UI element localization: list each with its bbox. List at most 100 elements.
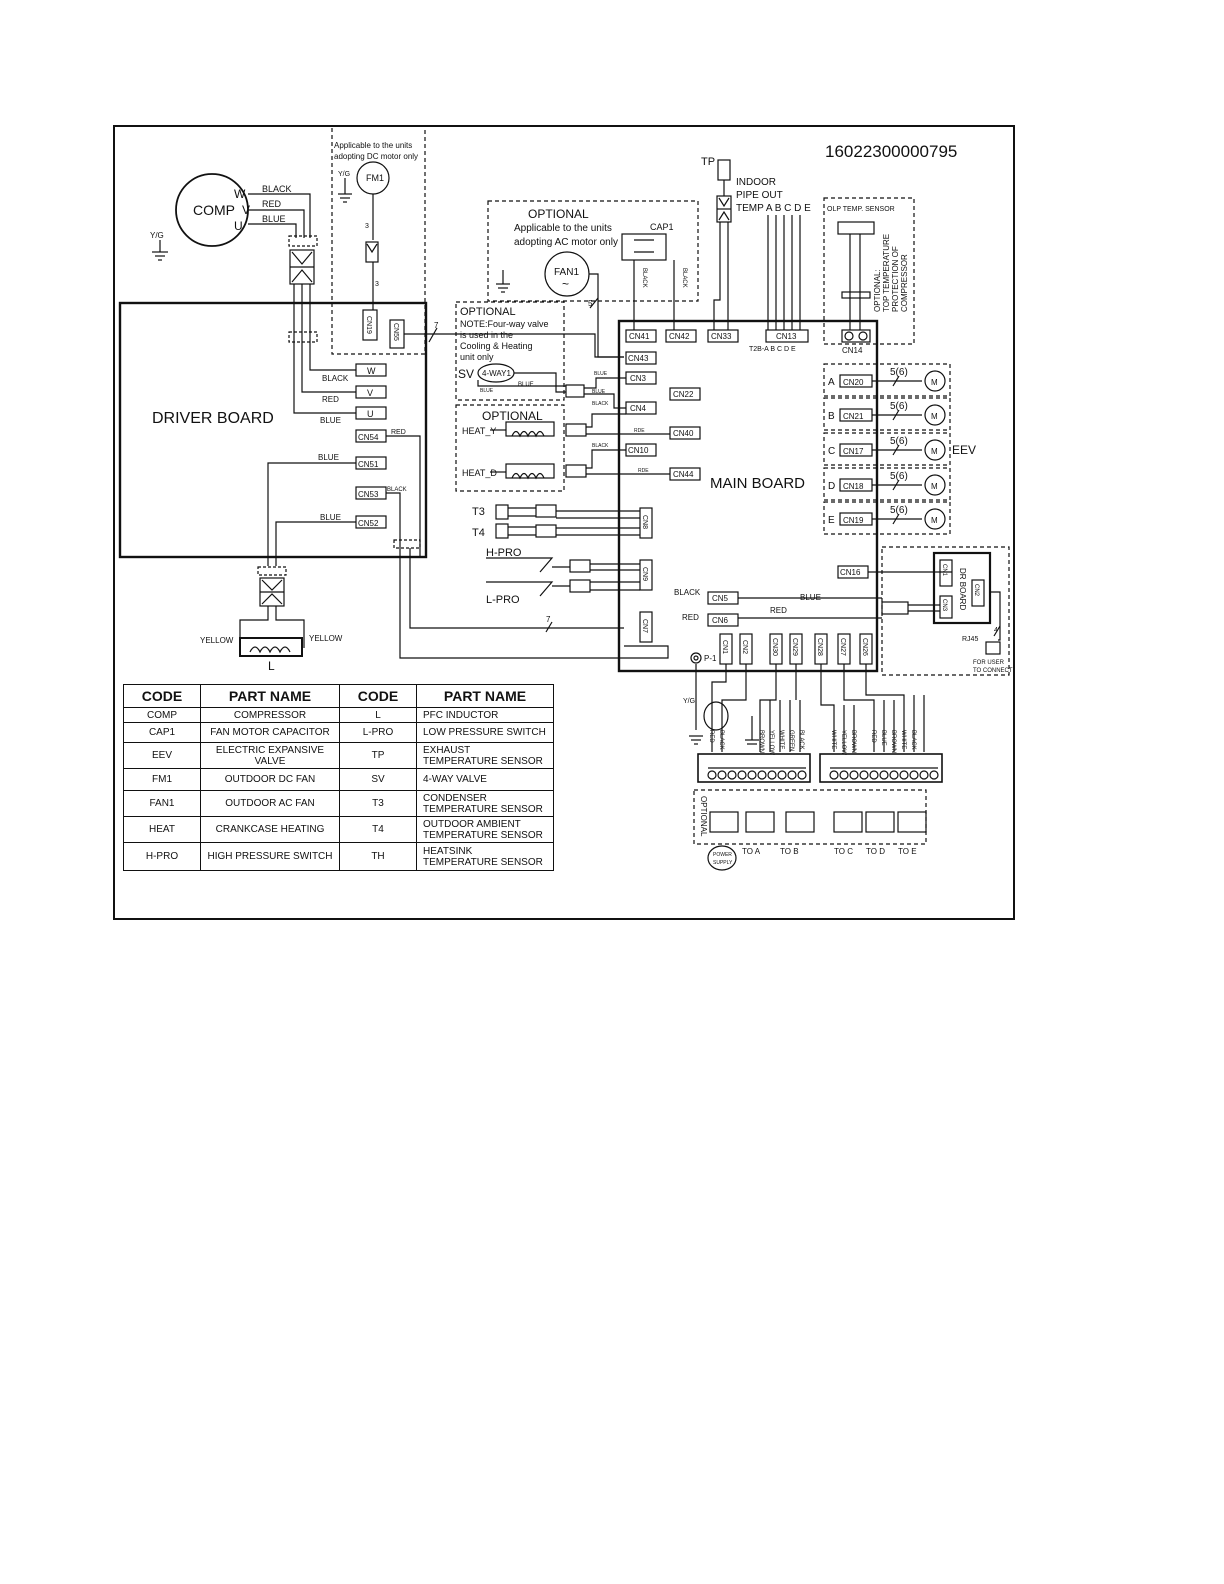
mb-cn16: CN16 bbox=[840, 568, 861, 577]
legend-part-name: LOW PRESSURE SWITCH bbox=[416, 722, 554, 743]
ac-fan-5: 5 bbox=[588, 299, 593, 308]
wire-color-label: BLACK bbox=[718, 730, 724, 750]
eev-motor-symbol: M bbox=[931, 378, 938, 387]
eev-label: EEV bbox=[952, 443, 976, 457]
legend-code: T4 bbox=[339, 816, 417, 843]
term-to-b: TO B bbox=[780, 847, 799, 856]
wire-color-label: BROWN bbox=[850, 730, 856, 753]
legend-part-name: 4-WAY VALVE bbox=[416, 768, 554, 791]
db-blue: BLUE bbox=[320, 416, 341, 425]
legend-code: L bbox=[339, 707, 417, 723]
fan1-sym: ~ bbox=[562, 277, 569, 291]
eev-motor-symbol: M bbox=[931, 412, 938, 421]
wire-color-label: BROWN bbox=[758, 730, 764, 753]
db-black2: BLACK bbox=[387, 487, 407, 493]
comp-red: RED bbox=[262, 199, 282, 209]
legend-part-name: HEATSINK TEMPERATURE SENSOR bbox=[416, 842, 554, 871]
wire-color-label: YELLOW bbox=[840, 730, 846, 755]
terminal-screw bbox=[707, 770, 717, 780]
eev-motor-symbol: M bbox=[931, 516, 938, 525]
db-cn52: CN52 bbox=[358, 519, 379, 528]
sv-blue2: BLUE bbox=[518, 382, 534, 388]
mb-cn42: CN42 bbox=[669, 332, 690, 341]
terminal-screw bbox=[717, 770, 727, 780]
comp-black: BLACK bbox=[262, 184, 292, 194]
eev-row-connector: CN19 bbox=[843, 516, 864, 525]
db-blue3: BLUE bbox=[320, 513, 341, 522]
inductor-l: L bbox=[268, 659, 275, 673]
legend-part-name: FAN MOTOR CAPACITOR bbox=[200, 722, 340, 743]
legend-code: HEAT bbox=[123, 816, 201, 843]
legend-code: COMP bbox=[123, 707, 201, 723]
legend-part-name: OUTDOOR AMBIENT TEMPERATURE SENSOR bbox=[416, 816, 554, 843]
dr-board-title: DR BOARD bbox=[958, 568, 967, 610]
eev-row-key: E bbox=[828, 515, 835, 526]
olp-v4: COMPRESSOR bbox=[900, 254, 909, 312]
eev-row-wire-count: 5(6) bbox=[890, 505, 908, 516]
db-cn19: CN19 bbox=[365, 316, 372, 334]
mb-blue2: BLUE bbox=[592, 389, 606, 395]
mb-cn44: CN44 bbox=[673, 470, 694, 479]
eev-row-connector: CN17 bbox=[843, 447, 864, 456]
mb-rde2: RDE bbox=[638, 468, 649, 474]
terminal-screw bbox=[909, 770, 919, 780]
dr-user-2: TO CONNECT bbox=[973, 668, 1013, 674]
terminal-screw bbox=[797, 770, 807, 780]
eev-row-wire-count: 5(6) bbox=[890, 367, 908, 378]
eev-motor-symbol: M bbox=[931, 482, 938, 491]
mb-cn1: CN1 bbox=[721, 640, 728, 654]
mb-red: RED bbox=[682, 613, 699, 622]
legend-code: FAN1 bbox=[123, 790, 201, 817]
main-board bbox=[617, 319, 879, 673]
mb-cn8: CN8 bbox=[641, 515, 648, 529]
mb-cn27: CN27 bbox=[839, 638, 846, 656]
comp-yg: Y/G bbox=[150, 231, 164, 240]
db-n7: 7 bbox=[434, 321, 439, 330]
heat-d: HEAT_D bbox=[462, 468, 497, 478]
db-cn55: CN55 bbox=[392, 323, 399, 341]
terminal-screw bbox=[747, 770, 757, 780]
comp-blue: BLUE bbox=[262, 214, 286, 224]
wire-color-label: RED bbox=[870, 730, 876, 743]
eev-row-key: B bbox=[828, 411, 835, 422]
cap-black-2: BLACK bbox=[681, 268, 687, 288]
tp-label: TP bbox=[701, 156, 715, 168]
sv-note-1: NOTE:Four-way valve bbox=[460, 319, 549, 329]
cap-black-1: BLACK bbox=[641, 268, 647, 288]
mb-cn43: CN43 bbox=[628, 354, 649, 363]
db-v: V bbox=[367, 388, 373, 398]
eev-row-connector: CN20 bbox=[843, 378, 864, 387]
terminal-strip-right bbox=[819, 753, 943, 783]
ac-fan-note-1: Applicable to the units bbox=[514, 223, 612, 234]
mb-cn33: CN33 bbox=[711, 332, 732, 341]
eev-row-connector: CN18 bbox=[843, 482, 864, 491]
sensor-t4: T4 bbox=[472, 527, 485, 539]
db-cn53: CN53 bbox=[358, 490, 379, 499]
term-power-2: SUPPLY bbox=[713, 860, 733, 866]
db-w: W bbox=[367, 366, 376, 376]
mb-cn7: CN7 bbox=[641, 619, 648, 633]
legend-header-part-name: PART NAME bbox=[200, 684, 340, 708]
terminal-screw bbox=[929, 770, 939, 780]
dr-cn3: CN3 bbox=[941, 599, 947, 612]
terminal-screw bbox=[879, 770, 889, 780]
driver-board-title: DRIVER BOARD bbox=[152, 410, 274, 427]
eev-row-key: D bbox=[828, 481, 835, 492]
wire-color-label: WHITE bbox=[830, 730, 836, 749]
terminal-screw bbox=[829, 770, 839, 780]
inductor-yellow-1: YELLOW bbox=[200, 636, 234, 645]
legend-part-name: CONDENSER TEMPERATURE SENSOR bbox=[416, 790, 554, 817]
eev-row-wire-count: 5(6) bbox=[890, 471, 908, 482]
term-yg: Y/G bbox=[683, 698, 695, 705]
eev-row-key: A bbox=[828, 377, 835, 388]
sv-note-4: unit only bbox=[460, 352, 494, 362]
db-u: U bbox=[367, 409, 374, 419]
olp-v1: OPTIONAL: bbox=[873, 269, 882, 312]
terminal-screw bbox=[777, 770, 787, 780]
terminal-strip-left bbox=[697, 753, 811, 783]
wire-color-label: BROWN bbox=[890, 730, 896, 753]
